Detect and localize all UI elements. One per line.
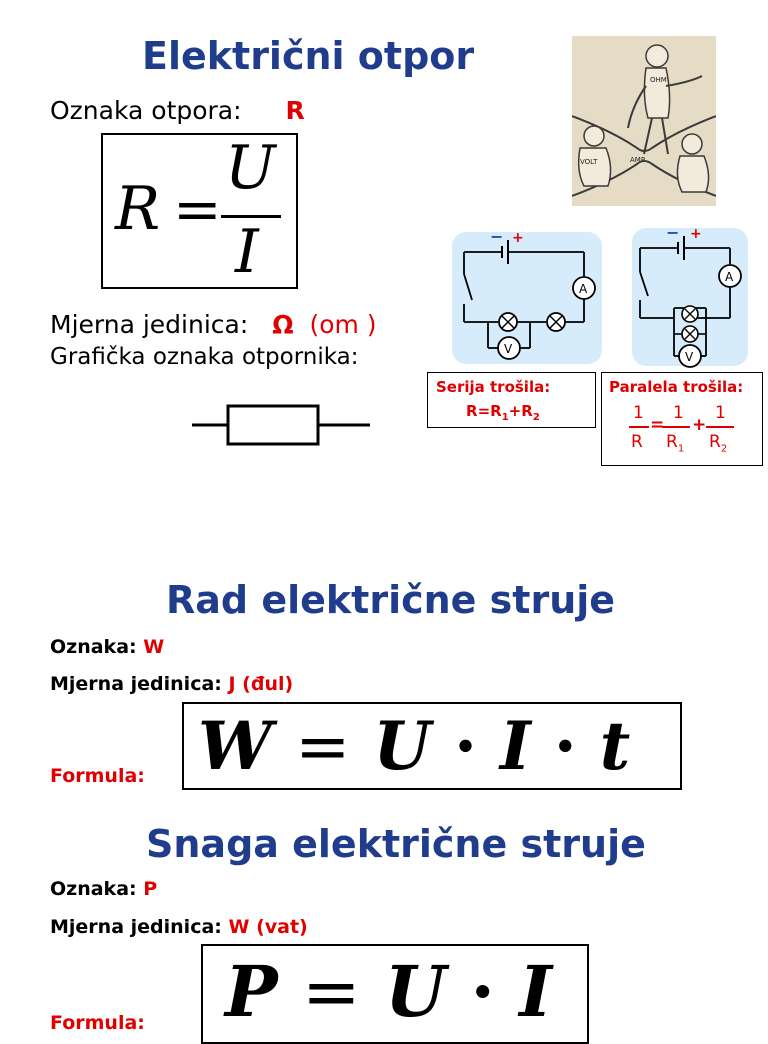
power-symbol-value: P — [143, 878, 158, 900]
work-formula-u: U — [373, 707, 431, 785]
work-unit-line: Mjerna jedinica: J (đul) — [50, 673, 293, 695]
parallel-den-r2-letter: R — [709, 432, 721, 452]
series-circuit-diagram: − + A V — [463, 227, 596, 360]
resistance-symbol-label: Oznaka otpora: — [50, 96, 242, 125]
work-symbol-value: W — [143, 636, 165, 658]
series-formula-eq: = — [477, 402, 491, 420]
formula-u: U — [225, 133, 276, 203]
work-formula-label: Formula: — [50, 765, 145, 787]
series-plus-sign: + — [512, 230, 524, 246]
parallel-den-r1-letter: R — [666, 432, 678, 452]
parallel-title: Paralela trošila: — [609, 378, 744, 396]
parallel-den-r2-sub: 2 — [720, 443, 728, 455]
work-formula: W = U · I · t — [198, 704, 630, 788]
power-formula-p: P — [225, 950, 278, 1033]
series-ammeter-label: A — [579, 282, 588, 296]
parallel-den-r: R — [631, 432, 643, 452]
series-formula-plus: + — [508, 402, 522, 420]
cartoon-volt-label: VOLT — [580, 158, 598, 166]
parallel-bar-1 — [629, 426, 649, 428]
cartoon-amp-label: AMP — [630, 156, 645, 164]
formula-i: I — [235, 217, 259, 287]
power-formula-i: I — [519, 950, 552, 1033]
work-unit-label: Mjerna jedinica: — [50, 673, 222, 695]
parallel-info-box: Paralela trošila: 1 R = 1 R1 + 1 R2 — [601, 372, 763, 466]
parallel-eq: = — [650, 415, 665, 435]
parallel-bar-3 — [706, 426, 734, 428]
work-formula-dot-2: · — [553, 707, 577, 785]
power-title: Snaga električne struje — [146, 822, 646, 866]
ohm-name: (om ) — [309, 310, 377, 339]
resistance-unit-line: Mjerna jedinica: Ω (om ) — [50, 310, 377, 339]
parallel-bar-2 — [662, 426, 690, 428]
work-title: Rad električne struje — [166, 578, 616, 622]
resistance-symbol-line: Oznaka otpora: R — [50, 96, 305, 125]
resistance-symbol-value: R — [285, 96, 305, 125]
series-formula: R=R1+R2 — [466, 402, 540, 423]
power-symbol-label: Oznaka: — [50, 878, 137, 900]
parallel-plus: + — [692, 415, 707, 435]
power-unit-value: W (vat) — [228, 916, 308, 938]
work-formula-t: t — [599, 707, 631, 785]
work-formula-eq: = — [295, 708, 351, 785]
parallel-num-1: 1 — [633, 403, 644, 423]
power-symbol-line: Oznaka: P — [50, 878, 157, 900]
work-symbol-line: Oznaka: W — [50, 636, 164, 658]
series-formula-r2: R — [521, 402, 533, 420]
resistor-graphic-label: Grafička oznaka otpornika: — [50, 344, 359, 370]
parallel-plus-sign: + — [690, 226, 702, 242]
power-formula-eq: = — [302, 951, 361, 1033]
series-circuit-panel — [452, 232, 602, 364]
work-formula-box: W = U · I · t — [182, 702, 682, 790]
formula-r: R — [115, 174, 161, 244]
resistance-unit-label: Mjerna jedinica: — [50, 310, 249, 339]
ohm-cartoon-illustration: OHM VOLT AMP — [572, 36, 716, 206]
ohm-symbol: Ω — [272, 310, 294, 339]
resistance-title: Električni otpor — [142, 34, 475, 78]
work-formula-i: I — [499, 707, 531, 785]
parallel-circuit-panel — [632, 228, 748, 366]
parallel-num-2: 1 — [673, 403, 684, 423]
formula-equals: = — [173, 175, 222, 243]
series-info-box: Serija trošila: R=R1+R2 — [427, 372, 596, 428]
series-minus-sign: − — [490, 227, 503, 246]
work-unit-value: J (đul) — [228, 673, 294, 695]
parallel-den-r1-sub: 1 — [677, 443, 685, 455]
parallel-minus-sign: − — [666, 223, 679, 242]
work-symbol-label: Oznaka: — [50, 636, 137, 658]
parallel-den-r2: R2 — [709, 432, 727, 454]
power-formula: P = U · I — [225, 950, 552, 1034]
power-formula-box: P = U · I — [201, 944, 589, 1044]
series-formula-sub2: 2 — [532, 412, 540, 423]
resistor-symbol — [192, 404, 370, 446]
power-formula-label: Formula: — [50, 1012, 145, 1034]
series-voltmeter-label: V — [504, 342, 513, 356]
power-formula-dot: · — [470, 950, 495, 1033]
parallel-den-r1: R1 — [666, 432, 684, 454]
series-formula-r1: R — [490, 402, 502, 420]
fraction-bar — [221, 215, 281, 218]
power-unit-label: Mjerna jedinica: — [50, 916, 222, 938]
series-formula-sub1: 1 — [501, 412, 509, 423]
parallel-num-3: 1 — [715, 403, 726, 423]
series-formula-r: R — [466, 402, 478, 420]
work-formula-dot-1: · — [453, 707, 477, 785]
work-formula-w: W — [198, 707, 273, 785]
power-unit-line: Mjerna jedinica: W (vat) — [50, 916, 308, 938]
series-title: Serija trošila: — [436, 378, 551, 396]
resistance-formula-box: R = U I — [101, 133, 298, 289]
power-formula-u: U — [385, 950, 447, 1033]
parallel-ammeter-label: A — [725, 270, 734, 284]
cartoon-ohm-label: OHM — [650, 76, 667, 84]
parallel-voltmeter-label: V — [685, 350, 694, 364]
parallel-circuit-diagram: − + A V — [639, 223, 742, 368]
